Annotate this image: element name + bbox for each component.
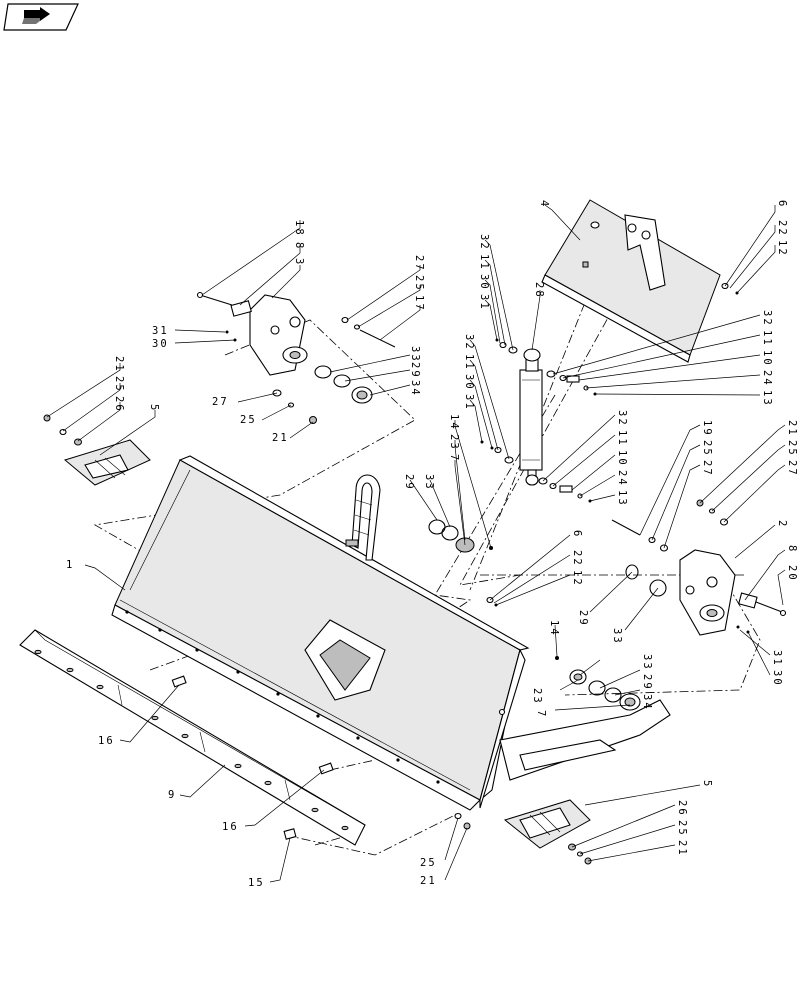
callout-label: 33 [423, 474, 435, 491]
callout-label: 21 [676, 840, 688, 857]
callout-label: 7 [535, 710, 547, 718]
callout-label: 22 [571, 550, 583, 567]
callout-label: 33 [641, 654, 653, 671]
callout-label: 29 [403, 474, 415, 491]
callout-label: 27 [413, 255, 425, 272]
callout-label: 31 [152, 325, 169, 337]
pin-bushing-right [738, 592, 787, 617]
leader-lines [46, 204, 786, 883]
mount-plate [541, 199, 721, 363]
callout-label: 30 [771, 670, 783, 687]
callout-label: 21 [420, 875, 437, 887]
callout-label: 34 [409, 380, 421, 397]
hardware-items [43, 282, 750, 865]
callout-label: 21 [113, 356, 125, 373]
callout-label: 4 [538, 200, 550, 208]
callout-label: 26 [676, 800, 688, 817]
callout-label: 29 [577, 610, 589, 627]
callout-label: 7 [448, 454, 460, 462]
callout-label: 23 [448, 434, 460, 451]
bucket [111, 455, 671, 811]
callout-label: 10 [616, 450, 628, 467]
callout-label: 29 [641, 674, 653, 691]
forward-navigation-button[interactable] [3, 3, 79, 31]
callout-label: 29 [409, 362, 421, 379]
callout-label: 20 [786, 565, 798, 582]
callout-label: 8 [293, 242, 305, 250]
pin-bushing-left [196, 291, 252, 317]
callout-label: 25 [240, 414, 257, 426]
callout-label: 21 [272, 432, 289, 444]
callout-label: 5 [701, 780, 713, 788]
pivot-bracket-left [249, 294, 308, 376]
callout-label: 30 [152, 338, 169, 350]
callout-label: 25 [676, 820, 688, 837]
callout-label: 24 [761, 370, 773, 387]
callout-label: 2 [776, 520, 788, 528]
callout-label: 25 [786, 440, 798, 457]
callout-label: 6 [776, 200, 788, 208]
callout-label: 21 [786, 420, 798, 437]
callout-label: 30 [478, 274, 490, 291]
callout-label: 14 [448, 414, 460, 431]
callout-label: 27 [786, 460, 798, 477]
callout-label: 23 [531, 688, 543, 705]
callout-label: 30 [463, 374, 475, 391]
callout-label: 8 [786, 545, 798, 553]
part-callouts: 18 8 3 31 30 27 25 17 33 29 34 27 25 21 … [66, 200, 798, 889]
callout-label: 27 [701, 460, 713, 477]
callout-label: 32 [478, 234, 490, 251]
callout-label: 26 [113, 396, 125, 413]
cutting-edge [19, 629, 366, 846]
callout-label: 16 [98, 735, 115, 747]
callout-label: 31 [478, 294, 490, 311]
callout-label: 34 [641, 694, 653, 711]
callout-label: 11 [616, 430, 628, 447]
callout-label: 25 [413, 275, 425, 292]
callout-label: 1 [66, 559, 74, 571]
callout-label: 17 [413, 295, 425, 312]
callout-label: 11 [463, 354, 475, 371]
callout-label: 31 [463, 394, 475, 411]
callout-label: 9 [168, 789, 176, 801]
callout-label: 12 [571, 570, 583, 587]
callout-label: 33 [611, 628, 623, 645]
callout-label: 16 [222, 821, 239, 833]
callout-label: 32 [761, 310, 773, 327]
callout-label: 18 [293, 220, 305, 237]
hydraulic-cylinder [519, 348, 543, 486]
callout-label: 11 [761, 330, 773, 347]
callout-label: 22 [776, 220, 788, 237]
callout-label: 13 [616, 490, 628, 507]
cutting-edge-slots [34, 649, 349, 831]
callout-label: 24 [616, 470, 628, 487]
callout-label: 25 [420, 857, 437, 869]
callout-label: 12 [776, 240, 788, 257]
forward-arrow-icon [22, 7, 50, 24]
callout-label: 10 [761, 350, 773, 367]
callout-label: 32 [463, 334, 475, 351]
callout-label: 13 [761, 390, 773, 407]
callout-label: 5 [148, 404, 160, 412]
callout-label: 6 [571, 530, 583, 538]
callout-label: 25 [701, 440, 713, 457]
callout-label: 25 [113, 376, 125, 393]
callout-label: 27 [212, 396, 229, 408]
callout-label: 15 [248, 877, 265, 889]
skid-shoe-left [63, 439, 151, 486]
bucket-bolt-holes [125, 610, 506, 784]
callout-label: 32 [616, 410, 628, 427]
callout-label: 33 [409, 346, 421, 363]
callout-label: 11 [478, 254, 490, 271]
pivot-bracket-right [679, 549, 736, 636]
skid-shoe-right [503, 799, 591, 849]
callout-label: 19 [701, 420, 713, 437]
callout-label: 28 [533, 282, 545, 299]
callout-label: 31 [771, 650, 783, 667]
callout-label: 3 [293, 258, 305, 266]
callout-label: 14 [548, 620, 560, 637]
